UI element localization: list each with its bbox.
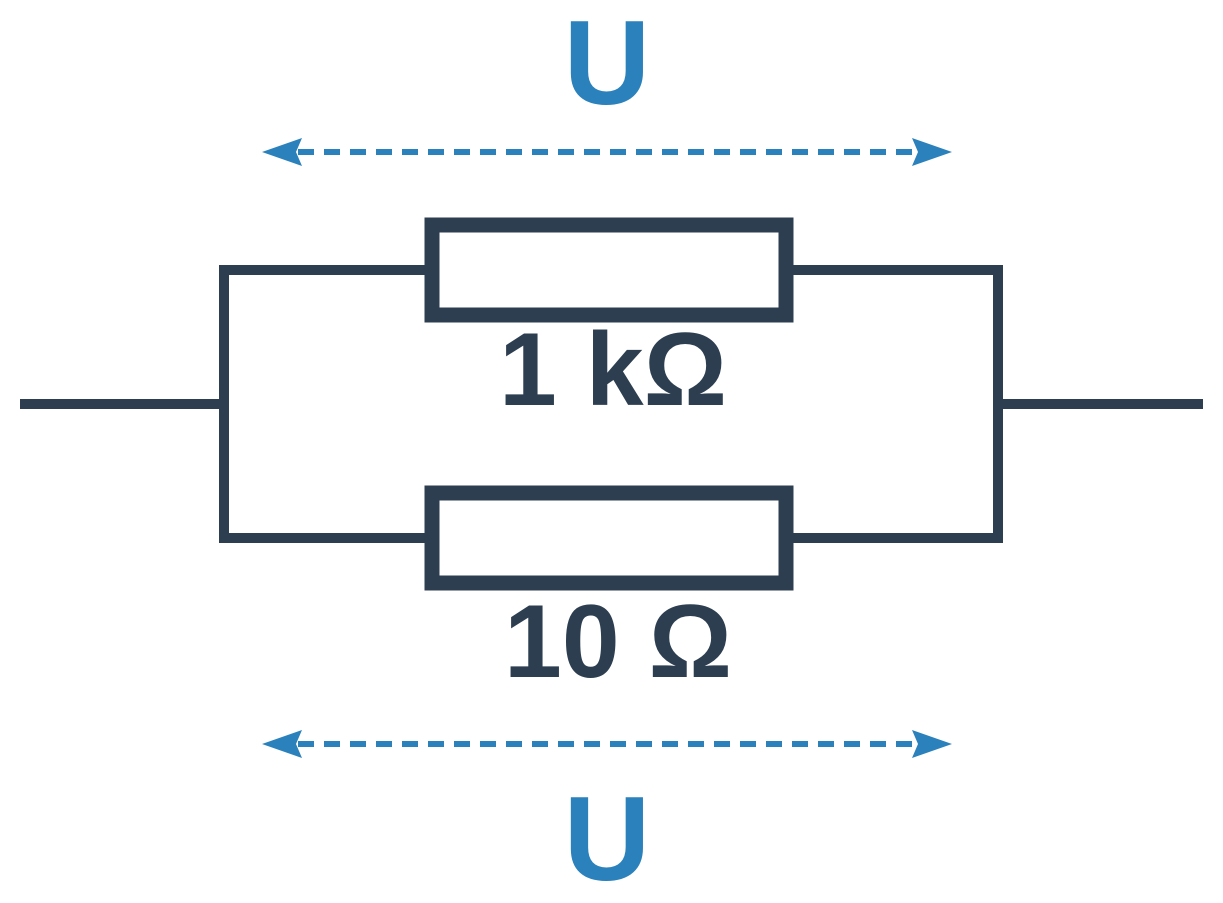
voltage-label-top: U (564, 0, 651, 130)
resistor-bottom (424, 485, 794, 591)
voltage-arrow-top (262, 138, 952, 166)
resistor-top-value: 1 kΩ (499, 312, 727, 428)
arrowhead-left-icon (262, 730, 302, 758)
resistor-top (424, 217, 794, 323)
resistor-bottom-value: 10 Ω (504, 584, 732, 700)
voltage-label-bottom: U (564, 772, 651, 903)
circuit-wires (20, 265, 1203, 543)
arrowhead-left-icon (262, 138, 302, 166)
voltage-arrow-bottom (262, 730, 952, 758)
arrowhead-right-icon (912, 138, 952, 166)
arrowhead-right-icon (912, 730, 952, 758)
